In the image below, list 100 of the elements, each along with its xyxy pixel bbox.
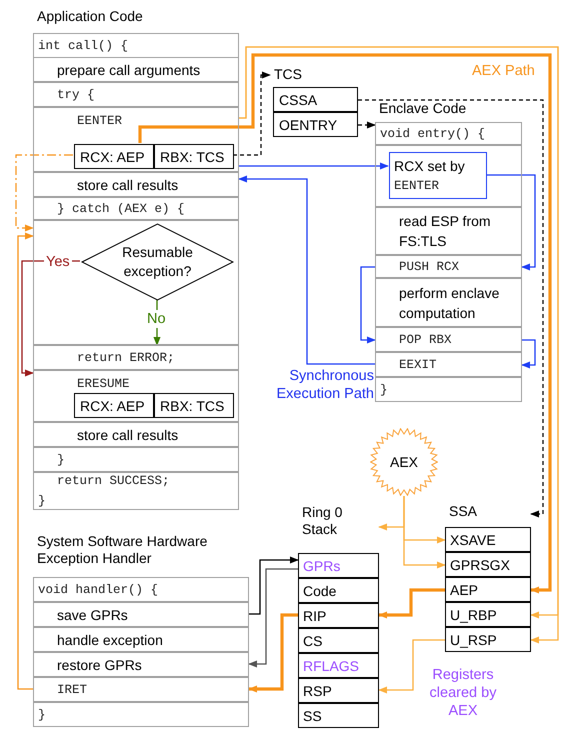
table-row (33, 82, 239, 107)
table-cell (74, 144, 154, 169)
table-cell (154, 393, 234, 418)
table-cell (445, 627, 531, 652)
table-cell (298, 603, 379, 628)
table-row (33, 370, 239, 422)
table-cell (154, 144, 234, 169)
path-label: AEX Path (472, 62, 536, 80)
row-text: prepare call arguments (57, 60, 200, 80)
arrow (358, 99, 544, 518)
table-cell (273, 87, 358, 112)
arrow (248, 613, 298, 693)
arrow (153, 300, 161, 346)
arrow (233, 71, 271, 156)
table-row (33, 345, 239, 370)
code-text: PUSH RCX (399, 258, 460, 276)
note-text: Registers cleared by AEX (428, 666, 498, 720)
row-text: CS (303, 632, 322, 650)
row-text: RCX set by (394, 156, 465, 176)
table-row (375, 255, 522, 278)
event-label: AEX (388, 452, 419, 472)
row-text: read ESP from FS:TLS (399, 212, 492, 251)
arrow (378, 496, 405, 531)
row-text: RCX: AEP (80, 396, 145, 416)
code-text: try { (57, 86, 95, 104)
table-row (33, 197, 239, 220)
table-row (375, 207, 522, 255)
code-text: } catch (AEX e) { (57, 200, 185, 218)
row-text: OENTRY (279, 116, 338, 134)
arrow (521, 339, 536, 369)
row-text: handle exception (57, 630, 163, 650)
table-cell (298, 678, 379, 703)
arrow (17, 232, 34, 690)
table-cell (445, 527, 531, 552)
code-text: } (38, 706, 46, 724)
table-cell (445, 577, 531, 602)
panel-heading: Ring 0 Stack (302, 504, 344, 538)
row-text: AEP (450, 580, 478, 600)
table-cell (298, 553, 379, 578)
code-text: IRET (57, 682, 88, 698)
row-text: GPRSGX (450, 556, 510, 574)
arrow (249, 556, 299, 615)
code-text: EEXIT (399, 356, 437, 374)
code-text: EENTER (77, 113, 122, 130)
table-row (33, 107, 239, 172)
panel-heading: System Software Hardware Exception Handler (37, 533, 208, 567)
table-row (33, 652, 249, 677)
table-row (375, 278, 522, 327)
row-text: RBX: TCS (160, 396, 224, 416)
register-box (389, 152, 487, 199)
panel-heading: Application Code (37, 8, 143, 25)
table-cell (298, 653, 379, 678)
table-cell (74, 393, 154, 418)
table-row (375, 377, 522, 402)
panel-heading: TCS (274, 66, 302, 83)
row-text: RFLAGS (303, 656, 360, 676)
table-row (33, 220, 239, 345)
table-cell (445, 602, 531, 627)
code-text: } (380, 382, 388, 398)
row-text: save GPRs (57, 606, 128, 624)
row-text: store call results (77, 426, 178, 444)
code-text: ERESUME (77, 376, 130, 393)
row-text: perform enclave computation (399, 284, 500, 322)
code-text: return ERROR; (77, 350, 175, 366)
code-text: return SUCCESS; (57, 473, 170, 490)
row-text: SS (303, 706, 322, 726)
code-text: EENTER (394, 178, 440, 194)
row-text: CSSA (279, 90, 318, 110)
arrow (238, 175, 375, 365)
code-text: void entry() { (380, 126, 486, 142)
decision-text: Resumable exception? (121, 243, 194, 281)
edge-label: No (145, 310, 168, 328)
arrow (378, 588, 445, 619)
arrow (358, 121, 376, 129)
table-row (375, 145, 522, 207)
arrow (15, 154, 73, 232)
code-text: void handler() { (38, 582, 158, 598)
row-text: U_RBP (450, 606, 497, 624)
table-row (33, 422, 239, 447)
arrow (378, 639, 445, 694)
table-row (33, 33, 239, 58)
row-text: GPRs (303, 556, 340, 576)
table-row (33, 472, 239, 510)
table-row (33, 627, 249, 652)
panel-heading: SSA (449, 503, 478, 520)
table-row (33, 172, 239, 197)
table-row (33, 447, 239, 472)
table-row (375, 327, 522, 352)
table-row (33, 602, 249, 627)
code-text: } (57, 452, 65, 468)
row-text: XSAVE (450, 530, 496, 550)
table-cell (298, 628, 379, 653)
row-text: RBX: TCS (160, 148, 224, 166)
table-row (33, 677, 249, 702)
table-row (375, 122, 522, 145)
table-cell (445, 552, 531, 577)
table-cell (273, 112, 358, 137)
arrow (138, 53, 552, 594)
table-cell (298, 578, 379, 603)
arrow (248, 568, 298, 668)
